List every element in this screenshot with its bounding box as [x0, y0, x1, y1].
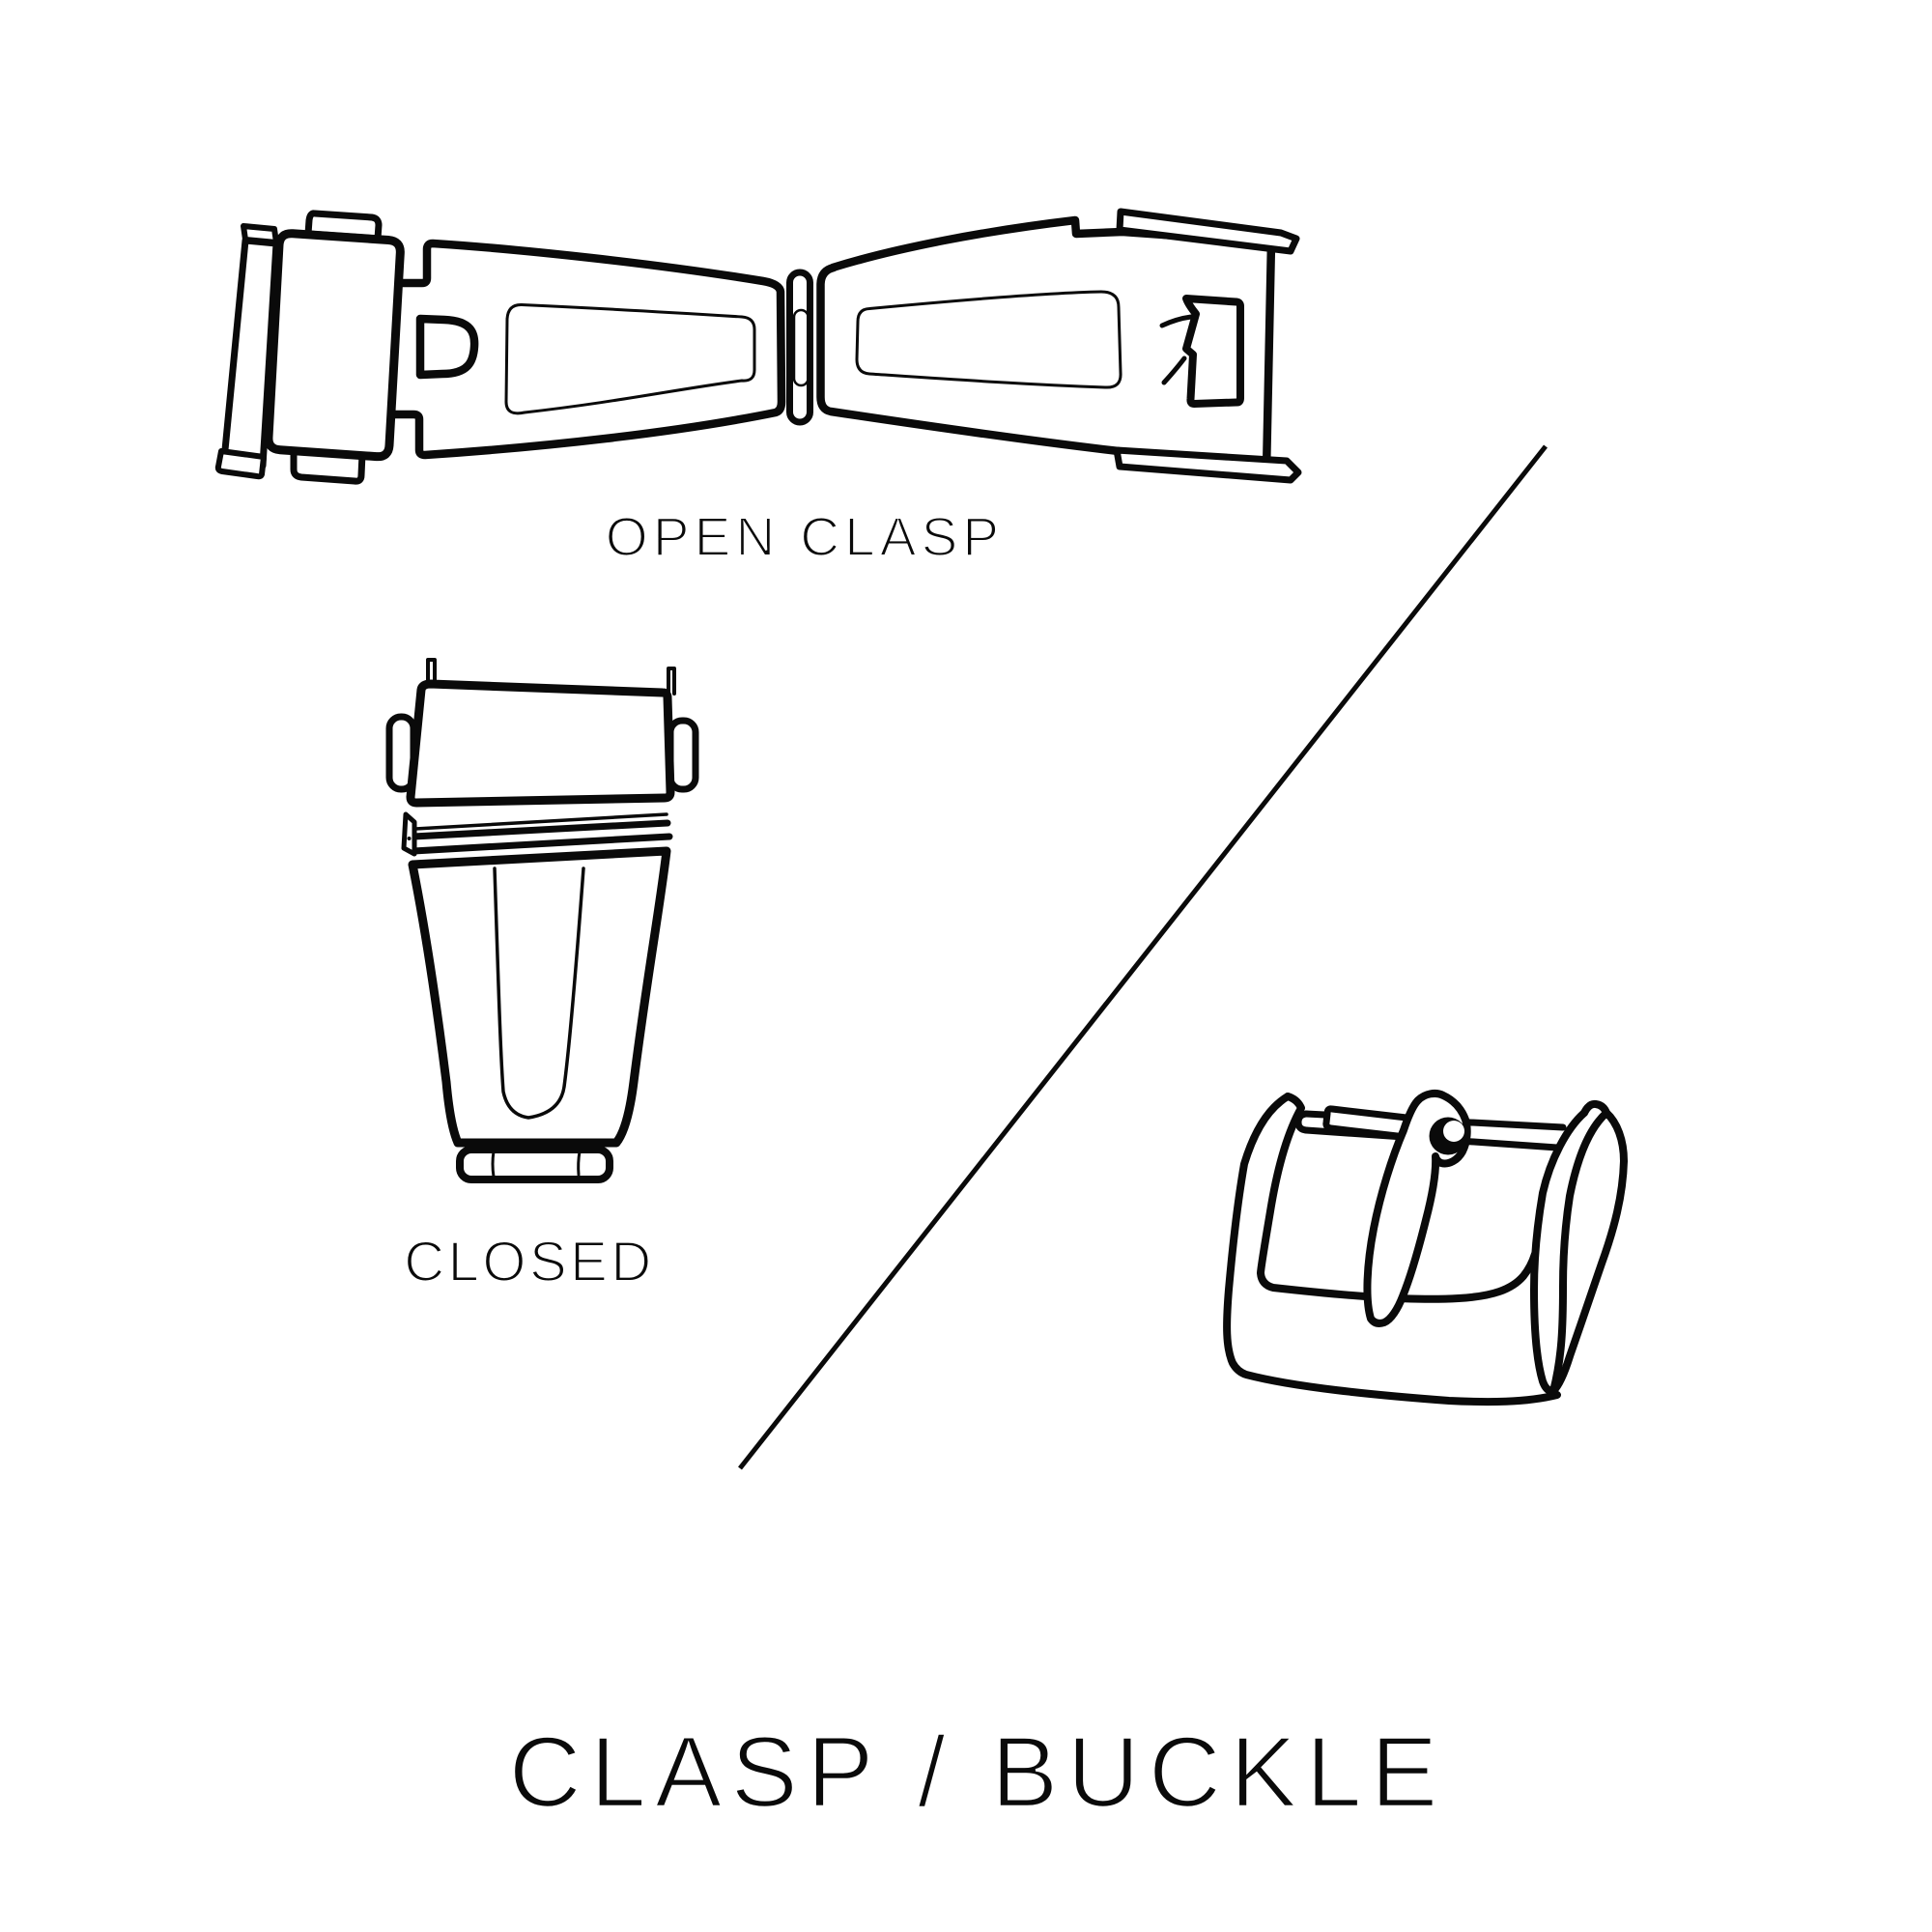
svg-text:CLOSED: CLOSED	[404, 1231, 655, 1293]
svg-text:CLASP / BUCKLE: CLASP / BUCKLE	[509, 1717, 1447, 1829]
svg-text:OPEN CLASP: OPEN CLASP	[606, 506, 1005, 567]
